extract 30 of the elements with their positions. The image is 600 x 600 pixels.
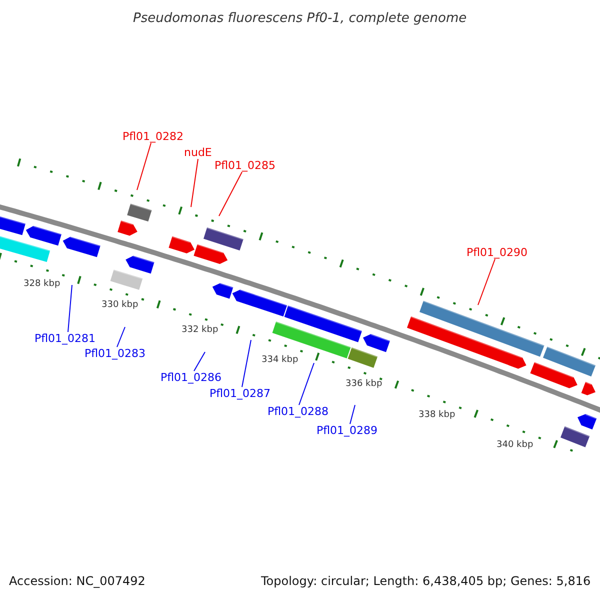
scale-label: 340 kbp	[496, 440, 534, 450]
leader-line	[136, 142, 152, 190]
leader-line	[218, 172, 242, 216]
scale-label: 334 kbp	[262, 356, 298, 364]
leader-line	[350, 404, 356, 424]
leader-line	[194, 352, 206, 372]
gene-label: Pfl01_0281	[34, 332, 96, 344]
scale-label: 328 kbp	[24, 280, 60, 288]
leader-line	[190, 158, 198, 208]
gene-label: Pfl01_0285	[214, 160, 276, 170]
gene-label: Pfl01_0290	[466, 246, 528, 258]
leader-line	[68, 284, 72, 332]
leader-line	[298, 362, 314, 406]
leader-line	[478, 258, 496, 306]
footer-text: Accession: NC_007492	[9, 575, 146, 587]
gene-label: Pfl01_0282	[122, 130, 184, 142]
scale-label: 338 kbp	[418, 410, 456, 420]
gene-label: Pfl01_0288	[268, 406, 329, 416]
gene-label: Pfl01_0283	[84, 348, 146, 358]
leader-line	[242, 340, 252, 388]
gene-label: Pfl01_0289	[316, 424, 378, 436]
leader-line	[116, 326, 126, 348]
footer-text: Topology: circular; Length: 6,438,405 bp; Genes: 5,816	[261, 575, 591, 587]
scale-label: 330 kbp	[102, 300, 138, 310]
gene-label: Pfl01_0287	[210, 388, 271, 398]
gene-label: nudE	[184, 146, 212, 158]
scale-label: 332 kbp	[182, 326, 218, 334]
scale-label: 336 kbp	[346, 380, 382, 388]
gene-label: Pfl01_0286	[160, 372, 222, 382]
map-title: Pseudomonas fluorescens Pf0-1, complete genome	[133, 12, 467, 24]
